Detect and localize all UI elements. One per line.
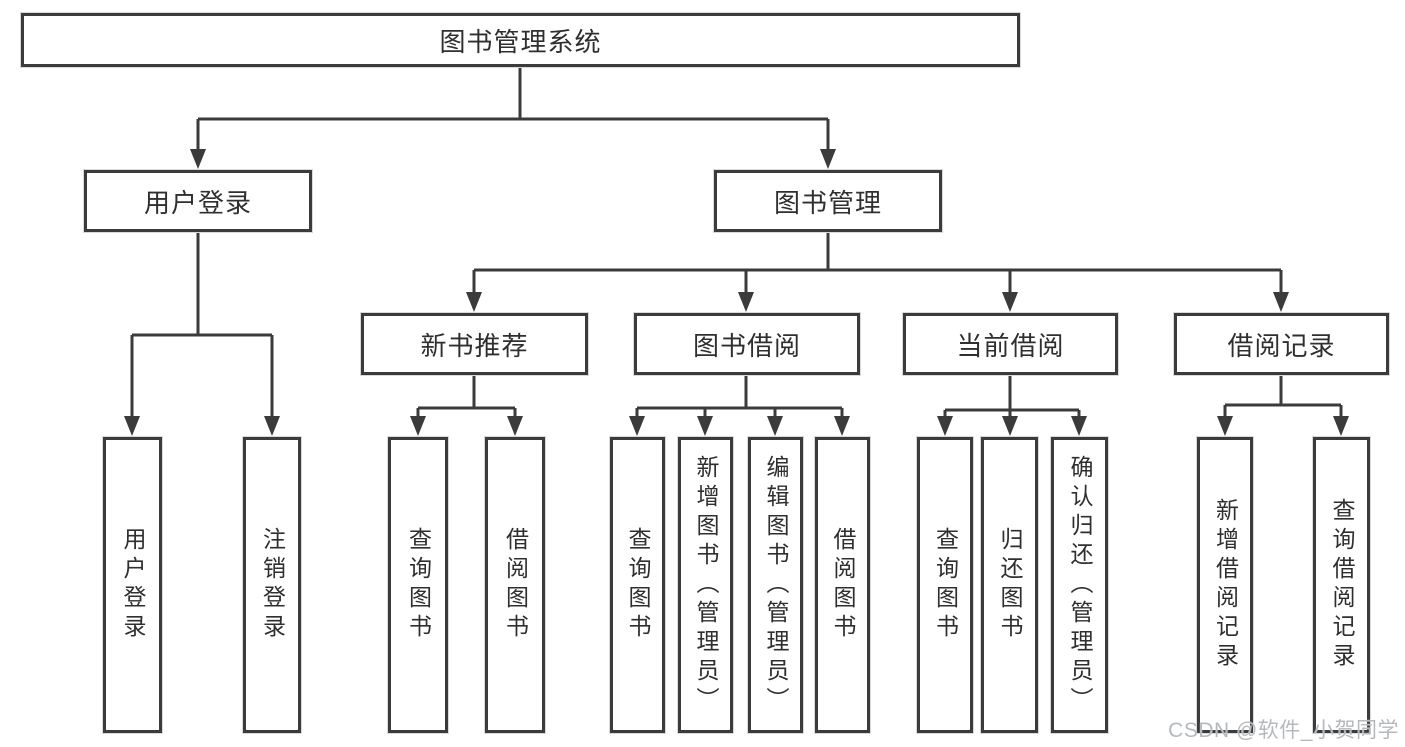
leaf-user-login: 用户登录 <box>103 437 162 733</box>
connector-user-login-to-leaves <box>130 232 274 421</box>
csdn-watermark: CSDN @软件_小贺同学 <box>1168 719 1399 742</box>
node-borrow-records: 借阅记录 <box>1174 313 1389 375</box>
node-book-management: 图书管理 <box>714 170 942 232</box>
node-new-book-recommend-label: 新书推荐 <box>420 330 529 361</box>
node-current-borrow-label: 当前借阅 <box>956 330 1065 361</box>
connector-new-book-recommend-to-leaves <box>416 375 517 421</box>
node-current-borrow: 当前借阅 <box>903 313 1118 375</box>
leaf-add-borrow-record: 新增借阅记录 <box>1197 437 1253 733</box>
connector-book-borrow-to-leaves <box>635 375 844 421</box>
leaf-label: 查询图书 <box>932 527 959 643</box>
leaf-borrow-books-1: 借阅图书 <box>485 437 545 733</box>
leaf-label: 用户登录 <box>120 527 146 643</box>
node-book-management-label: 图书管理 <box>773 187 882 218</box>
leaf-query-books-1: 查询图书 <box>388 437 448 733</box>
leaf-label: 借阅图书 <box>830 527 856 643</box>
leaf-query-borrow-record: 查询借阅记录 <box>1313 437 1370 733</box>
leaf-label: 新增借阅记录 <box>1212 498 1239 672</box>
leaf-label: 注销登录 <box>259 527 286 643</box>
leaf-borrow-books-2: 借阅图书 <box>815 437 870 733</box>
leaf-return-books: 归还图书 <box>981 437 1038 733</box>
connector-current-borrow-to-leaves <box>943 375 1081 421</box>
connector-borrow-records-to-leaves <box>1223 375 1343 421</box>
leaf-label: 新增图书（管理员） <box>693 454 719 716</box>
leaf-label: 确认归还（管理员） <box>1067 454 1093 716</box>
leaf-add-books-admin: 新增图书（管理员） <box>678 437 733 733</box>
leaf-edit-books-admin: 编辑图书（管理员） <box>748 437 803 733</box>
node-root-label: 图书管理系统 <box>439 26 602 57</box>
leaf-label: 查询图书 <box>405 527 432 643</box>
arrowheads <box>124 149 1349 436</box>
connector-root-to-level2 <box>196 67 830 154</box>
leaf-confirm-return-admin: 确认归还（管理员） <box>1051 437 1108 733</box>
connector-book-management-to-level3 <box>472 232 1283 297</box>
leaf-label: 查询借阅记录 <box>1329 498 1355 672</box>
node-user-login: 用户登录 <box>84 170 312 232</box>
node-book-borrow: 图书借阅 <box>634 313 860 375</box>
leaf-logout: 注销登录 <box>243 437 301 733</box>
node-root: 图书管理系统 <box>21 13 1020 67</box>
node-user-login-label: 用户登录 <box>143 187 252 218</box>
node-borrow-records-label: 借阅记录 <box>1227 330 1336 361</box>
leaf-label: 编辑图书（管理员） <box>763 454 789 716</box>
leaf-label: 查询图书 <box>625 527 651 643</box>
node-book-borrow-label: 图书借阅 <box>692 330 801 361</box>
leaf-label: 借阅图书 <box>502 527 529 643</box>
leaf-label: 归还图书 <box>997 527 1023 643</box>
node-new-book-recommend: 新书推荐 <box>361 313 588 375</box>
leaf-query-books-2: 查询图书 <box>610 437 665 733</box>
leaf-query-books-3: 查询图书 <box>917 437 973 733</box>
